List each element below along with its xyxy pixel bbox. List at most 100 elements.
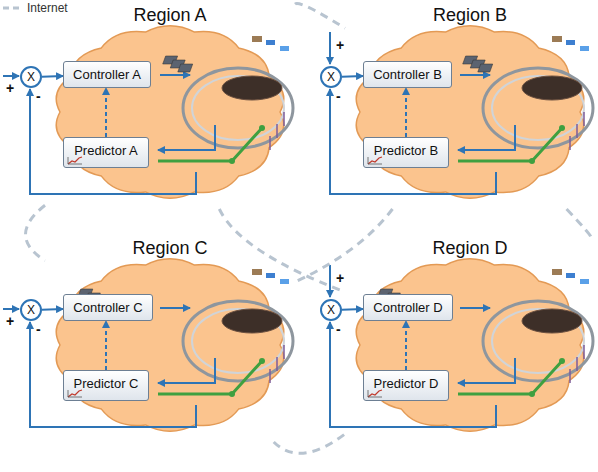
grid-ring: [483, 301, 593, 381]
region-cloud: Region B Controller B Predictor B: [345, 4, 595, 209]
energy-line: [458, 361, 562, 394]
junction-symbol: X: [27, 70, 35, 84]
drawing-stroke: [68, 390, 82, 397]
mains-disc: [522, 76, 582, 100]
setpoint-wire: [329, 265, 331, 297]
predictor-box: Predictor D: [363, 370, 449, 401]
region-cloud: Region A Controller A Predictor A: [45, 4, 295, 209]
junction-symbol: X: [327, 70, 335, 84]
turbine-pole: [569, 136, 571, 150]
vehicle-icon: [566, 40, 575, 45]
node-dot: [259, 125, 265, 131]
energy-line: [458, 128, 562, 161]
solar-panel: [478, 64, 493, 72]
grid-ring: [192, 76, 284, 140]
turbine-pole: [576, 357, 578, 371]
drawing-stroke: [68, 390, 82, 397]
turbine-pole: [576, 124, 578, 138]
box-label: Controller A: [73, 67, 141, 82]
box-label: Predictor D: [373, 376, 438, 391]
grid-ring: [192, 309, 284, 373]
sign-label: +: [336, 271, 344, 285]
control-wire: [460, 307, 490, 309]
vehicle-icon: [280, 279, 289, 284]
adaptation-arrow: [105, 321, 107, 370]
cloud-shape: [356, 26, 584, 199]
energy-line: [158, 128, 262, 161]
legend-line-sample: [2, 4, 24, 12]
box-label: Controller B: [373, 67, 442, 82]
sign-label: -: [36, 89, 41, 103]
grid-ring: [183, 301, 293, 381]
region-title: Region B: [345, 4, 595, 26]
legend-entry: Internet: [2, 1, 68, 15]
feedback-wire: [330, 322, 496, 427]
region-cloud: Region CController CPredictor C: [45, 237, 295, 442]
building-icon: [252, 269, 262, 275]
node-dot: [259, 358, 265, 364]
turbine-pole: [276, 357, 278, 371]
turbine-pole: [583, 112, 585, 126]
setpoint-wire: [329, 32, 331, 64]
turbine-pole: [569, 369, 571, 383]
turbine-pole: [276, 124, 278, 138]
setpoint-wire: [3, 308, 19, 310]
junction-symbol: X: [327, 303, 335, 317]
region-title: Region A: [45, 4, 295, 26]
signal-arrow: [42, 75, 63, 78]
turbine-pole: [269, 136, 271, 150]
energy-line: [158, 361, 262, 394]
drawing-stroke: [368, 390, 382, 397]
mains-disc: [222, 309, 282, 333]
vehicle-icon: [580, 279, 589, 284]
sign-label: -: [336, 89, 341, 103]
box-label: Predictor A: [74, 143, 138, 158]
box-label: Predictor C: [73, 376, 138, 391]
internet-link: [295, 209, 393, 282]
mains-disc: [522, 309, 582, 333]
internet-link: [295, 4, 345, 29]
summing-junction: X: [320, 66, 342, 88]
cloud-outline: [45, 237, 295, 442]
control-wire: [460, 74, 490, 76]
solar-panel: [393, 297, 408, 305]
grid-ring: [483, 68, 593, 148]
predictor-box: Predictor B: [363, 137, 449, 168]
grid-ring: [492, 76, 584, 140]
predictor-box: Predictor C: [63, 370, 149, 401]
internet-link: [219, 209, 345, 292]
node-dot: [229, 391, 235, 397]
control-wire: [160, 74, 190, 76]
node-dot: [529, 158, 535, 164]
cloud-shape: [56, 259, 284, 432]
cloud-outline: [345, 237, 595, 442]
vehicle-icon: [566, 273, 575, 278]
legend-text: Internet: [27, 1, 68, 15]
node-dot: [559, 125, 565, 131]
node-dot: [559, 358, 565, 364]
building-icon: [552, 36, 562, 42]
feedback-wire: [30, 89, 196, 194]
measurement-wire: [158, 358, 215, 383]
sign-label: +: [336, 38, 344, 52]
building-icon: [552, 269, 562, 275]
internet-link: [567, 209, 591, 237]
solar-panel: [85, 293, 100, 301]
vehicle-icon: [266, 273, 275, 278]
grid-ring: [183, 68, 293, 148]
cloud-outline: [345, 4, 595, 209]
adaptation-arrow: [405, 88, 407, 137]
predictor-box: Predictor A: [63, 137, 149, 168]
drawing-stroke: [3, 7, 23, 10]
control-wire: [160, 307, 190, 309]
region-cloud: Region DController DPredictor D: [345, 237, 595, 442]
summing-junction: X: [320, 299, 342, 321]
adaptation-arrow: [105, 88, 107, 137]
building-icon: [252, 36, 262, 42]
controller-box: Controller A: [63, 61, 151, 88]
internet-link: [26, 205, 46, 260]
controller-box: Controller C: [63, 294, 153, 321]
region-title: Region D: [345, 237, 595, 259]
mains-disc: [222, 76, 282, 100]
signal-arrow: [42, 308, 63, 311]
